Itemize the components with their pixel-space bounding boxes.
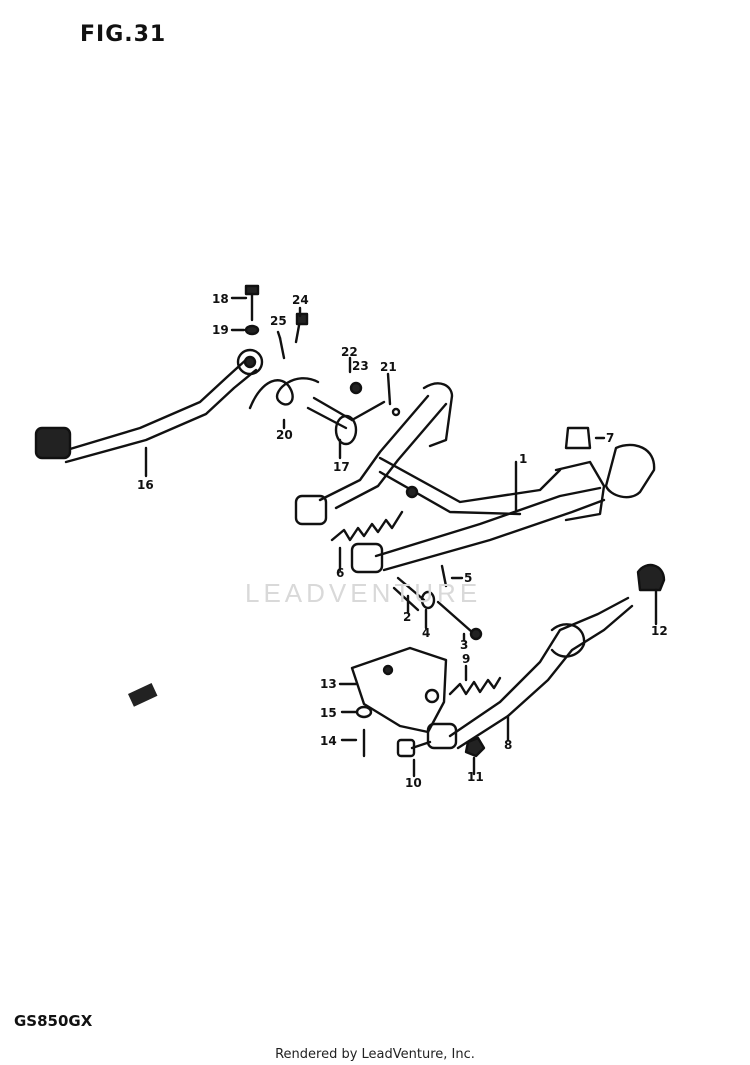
callout-23[interactable]: 23 [352,359,369,373]
callout-19[interactable]: 19 [212,323,229,337]
callout-7[interactable]: 7 [606,431,615,445]
callout-24[interactable]: 24 [292,293,309,307]
callout-2[interactable]: 2 [403,610,412,624]
callout-18[interactable]: 18 [212,292,229,306]
callout-5[interactable]: 5 [464,571,473,585]
callout-14[interactable]: 14 [320,734,337,748]
footer-credit: Rendered by LeadVenture, Inc. [275,1047,475,1062]
side-stand [426,596,634,750]
stand-spring [330,510,404,542]
callout-6[interactable]: 6 [336,566,345,580]
callout-16[interactable]: 16 [137,478,154,492]
callout-8[interactable]: 8 [504,738,513,752]
figure-title: FIG.31 [80,22,167,47]
callout-20[interactable]: 20 [276,428,293,442]
brake-pedal [34,348,264,464]
callout-4[interactable]: 4 [422,626,431,640]
callout-15[interactable]: 15 [320,706,337,720]
callout-22[interactable]: 22 [341,345,358,359]
callout-13[interactable]: 13 [320,677,337,691]
callout-10[interactable]: 10 [405,776,422,790]
return-spring [248,377,320,410]
model-code: GS850GX [14,1012,93,1030]
side-stand-bracket [350,646,448,734]
callout-3[interactable]: 3 [460,638,469,652]
center-stand [294,382,656,574]
callout-12[interactable]: 12 [651,624,668,638]
callout-1[interactable]: 1 [519,452,528,466]
callout-17[interactable]: 17 [333,460,350,474]
callout-21[interactable]: 21 [380,360,397,374]
callout-11[interactable]: 11 [467,770,484,784]
callout-25[interactable]: 25 [270,314,287,328]
watermark: LEADVENTURE [245,578,482,608]
callout-9[interactable]: 9 [462,652,471,666]
